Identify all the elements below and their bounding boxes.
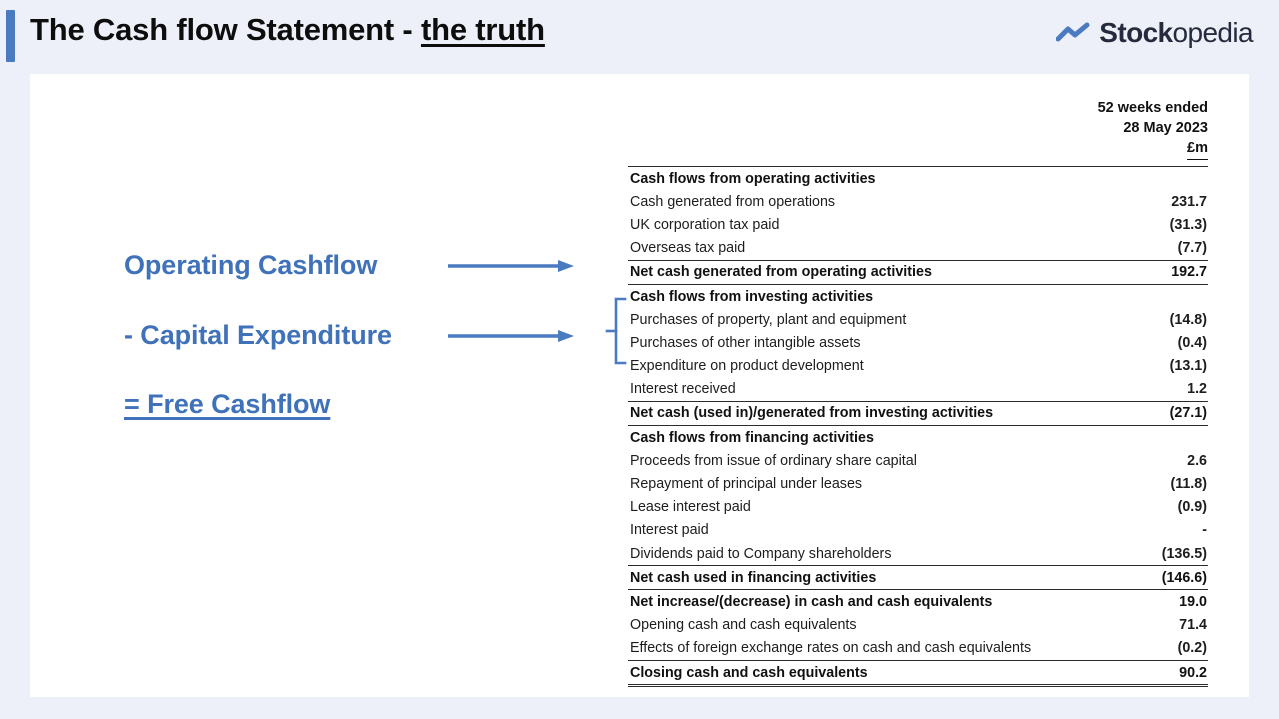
- row-value: 1.2: [1187, 381, 1207, 398]
- row-value: (14.8): [1169, 311, 1207, 328]
- row-label: Effects of foreign exchange rates on cas…: [630, 640, 1032, 657]
- row-label: Purchases of property, plant and equipme…: [630, 311, 907, 328]
- table-row: Expenditure on product development (13.1): [628, 355, 1208, 378]
- header-accent-bar: [6, 10, 15, 62]
- annotation-capital-expenditure: - Capital Expenditure: [124, 320, 392, 350]
- row-value: (136.5): [1161, 545, 1207, 562]
- row-label: Interest received: [630, 381, 736, 398]
- row-label: UK corporation tax paid: [630, 216, 780, 233]
- table-row: Effects of foreign exchange rates on cas…: [628, 637, 1208, 661]
- currency-unit: £m: [1187, 138, 1208, 160]
- row-value: 2.6: [1187, 452, 1207, 469]
- row-value: [1089, 167, 1208, 191]
- row-value: (11.8): [1170, 476, 1207, 493]
- table-row: Lease interest paid (0.9): [628, 496, 1208, 519]
- row-value: -: [1202, 522, 1207, 539]
- page-title-plain: The Cash flow Statement -: [30, 12, 421, 47]
- row-label: Repayment of principal under leases: [630, 476, 863, 493]
- arrow-capital-expenditure-icon: [448, 330, 574, 342]
- table-row: UK corporation tax paid (31.3): [628, 213, 1208, 236]
- table-row: Repayment of principal under leases (11.8…: [628, 472, 1208, 495]
- row-label: Net cash generated from operating activi…: [628, 259, 1089, 285]
- slide-card: [30, 74, 1249, 697]
- rule-cell-label: [628, 166, 1089, 167]
- row-label: Proceeds from issue of ordinary share ca…: [630, 452, 917, 469]
- annotation-operating-cashflow: Operating Cashflow: [124, 250, 378, 280]
- table-row: Cash generated from operations 231.7: [628, 190, 1208, 213]
- page-title: The Cash flow Statement - the truth: [30, 12, 545, 48]
- table-row: Overseas tax paid (7.7): [628, 237, 1208, 261]
- table-row: Cash flows from operating activities: [628, 167, 1208, 191]
- table-row: Net increase/(decrease) in cash and cash…: [628, 590, 1208, 614]
- row-value: [1089, 284, 1208, 308]
- row-value: (0.4): [1177, 334, 1207, 351]
- row-value: 19.0: [1179, 593, 1207, 610]
- row-label: Cash flows from investing activities: [630, 288, 874, 305]
- table-row: Dividends paid to Company shareholders (1…: [628, 542, 1208, 566]
- row-label: Cash flows from financing activities: [630, 429, 874, 446]
- trend-chart-icon: [1056, 22, 1090, 42]
- row-value: (31.3): [1169, 216, 1207, 233]
- table-top-rule: [628, 166, 1208, 167]
- table-row: Net cash generated from operating activi…: [628, 259, 1208, 285]
- statement-period-header: 52 weeks ended 28 May 2023 £m: [628, 98, 1208, 160]
- row-label: Net increase/(decrease) in cash and cash…: [630, 593, 993, 610]
- table-row: Interest received 1.2: [628, 378, 1208, 402]
- row-value: (7.7): [1177, 240, 1207, 257]
- table-row: Purchases of other intangible assets (0.4…: [628, 331, 1208, 354]
- logo-word-opedia: opedia: [1172, 17, 1254, 48]
- row-value: 231.7: [1171, 193, 1207, 210]
- row-label: Expenditure on product development: [630, 358, 864, 375]
- table-row: Net cash (used in)/generated from invest…: [628, 400, 1208, 427]
- page-title-emphasis: the truth: [420, 12, 545, 47]
- cash-flow-statement: 52 weeks ended 28 May 2023 £m Cash flows…: [628, 98, 1208, 688]
- table-row: Net cash used in financing activities(14…: [628, 565, 1208, 591]
- row-label: Cash flows from operating activities: [630, 170, 876, 187]
- row-label: Dividends paid to Company shareholders: [630, 545, 892, 562]
- row-label: Purchases of other intangible assets: [630, 334, 861, 351]
- arrow-operating-cashflow-icon: [448, 260, 574, 272]
- stockopedia-logo: Stockopedia: [1056, 17, 1254, 49]
- table-row: Purchases of property, plant and equipme…: [628, 308, 1208, 331]
- row-value: 90.2: [1089, 659, 1208, 688]
- period-line-2: 28 May 2023: [1123, 120, 1208, 136]
- table-row: Opening cash and cash equivalents 71.4: [628, 614, 1208, 637]
- logo-wordmark: Stockopedia: [1099, 17, 1253, 49]
- logo-word-stock: Stock: [1099, 17, 1173, 48]
- row-value: (0.9): [1177, 499, 1207, 516]
- row-label: Opening cash and cash equivalents: [630, 617, 857, 634]
- row-label: Net cash used in financing activities: [628, 565, 1089, 591]
- capex-grouping-bracket-icon: [605, 297, 627, 365]
- page-header: The Cash flow Statement - the truth Stoc…: [0, 0, 1279, 74]
- row-label: Closing cash and cash equivalents: [628, 659, 1089, 688]
- row-value: (27.1): [1089, 400, 1208, 427]
- row-label: Overseas tax paid: [630, 240, 746, 257]
- row-value: 71.4: [1179, 617, 1207, 634]
- row-label: Cash generated from operations: [630, 193, 836, 210]
- table-row: Cash flows from investing activities: [628, 284, 1208, 308]
- annotation-free-cashflow: = Free Cashflow: [124, 389, 331, 419]
- row-label: Net cash (used in)/generated from invest…: [628, 400, 1089, 427]
- period-line-1: 52 weeks ended: [1097, 100, 1208, 116]
- row-value: 192.7: [1089, 259, 1208, 285]
- row-value: (13.1): [1169, 358, 1207, 375]
- row-value: (146.6): [1089, 565, 1208, 591]
- row-label: Lease interest paid: [630, 499, 751, 516]
- table-row: Proceeds from issue of ordinary share ca…: [628, 449, 1208, 472]
- table-row: Interest paid -: [628, 519, 1208, 542]
- row-value: [1089, 426, 1208, 450]
- rule-cell-value: [1089, 166, 1208, 167]
- row-value: (0.2): [1177, 640, 1207, 657]
- row-label: Interest paid: [630, 522, 709, 539]
- table-row: Cash flows from financing activities: [628, 426, 1208, 450]
